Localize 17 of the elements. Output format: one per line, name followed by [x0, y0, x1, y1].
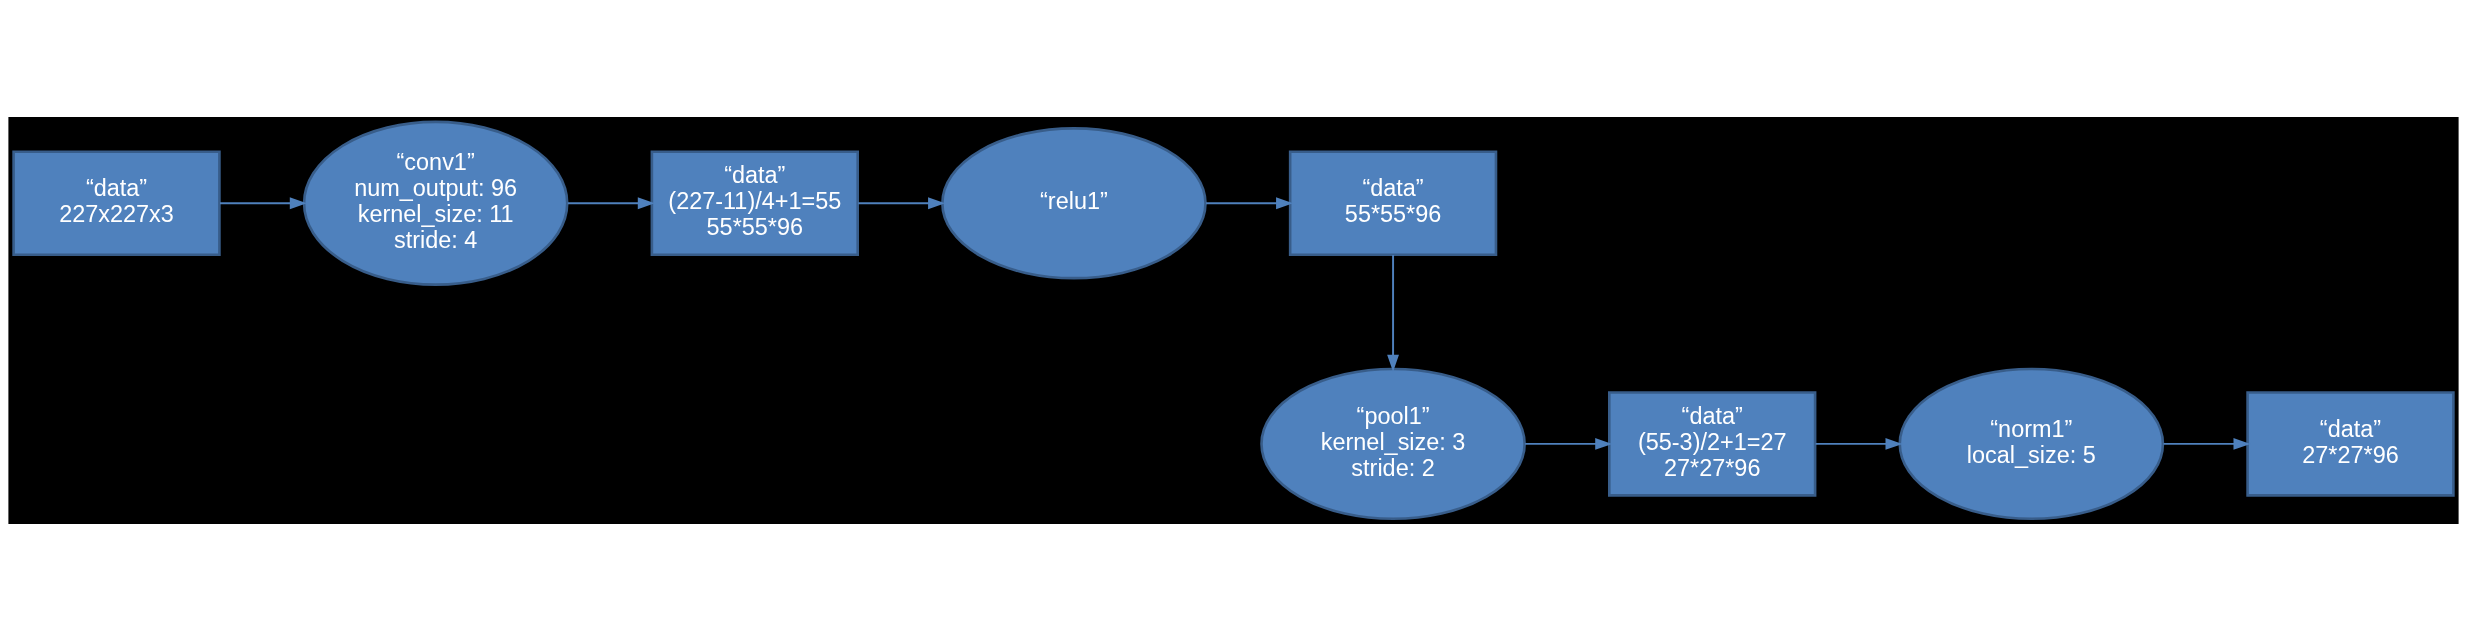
node-ellipse: “pool1” kernel_size: 3 stride: 2 [1260, 367, 1526, 520]
node-ellipse: “relu1” [941, 126, 1207, 279]
node-box: “data” 55*55*96 [1288, 150, 1498, 256]
arrow [857, 196, 946, 209]
node-box: “data” 27*27*96 [2246, 390, 2455, 497]
arrow [2162, 437, 2251, 450]
arrow [1387, 253, 1399, 372]
node-ellipse: “norm1” local_size: 5 [1898, 367, 2165, 520]
node-box: “data” (55-3)/2+1=27 27*27*96 [1608, 390, 1817, 497]
arrow [1205, 196, 1293, 209]
node-ellipse: “conv1” num_output: 96 kernel_size: 11 stride: 4 [302, 120, 569, 286]
arrow [566, 196, 655, 209]
arrow [219, 196, 307, 209]
arrow [1524, 437, 1613, 450]
node-box: “data” (227-11)/4+1=55 55*55*96 [650, 150, 859, 256]
arrow [1814, 437, 1903, 450]
node-box: “data” 227x227x3 [12, 150, 221, 256]
